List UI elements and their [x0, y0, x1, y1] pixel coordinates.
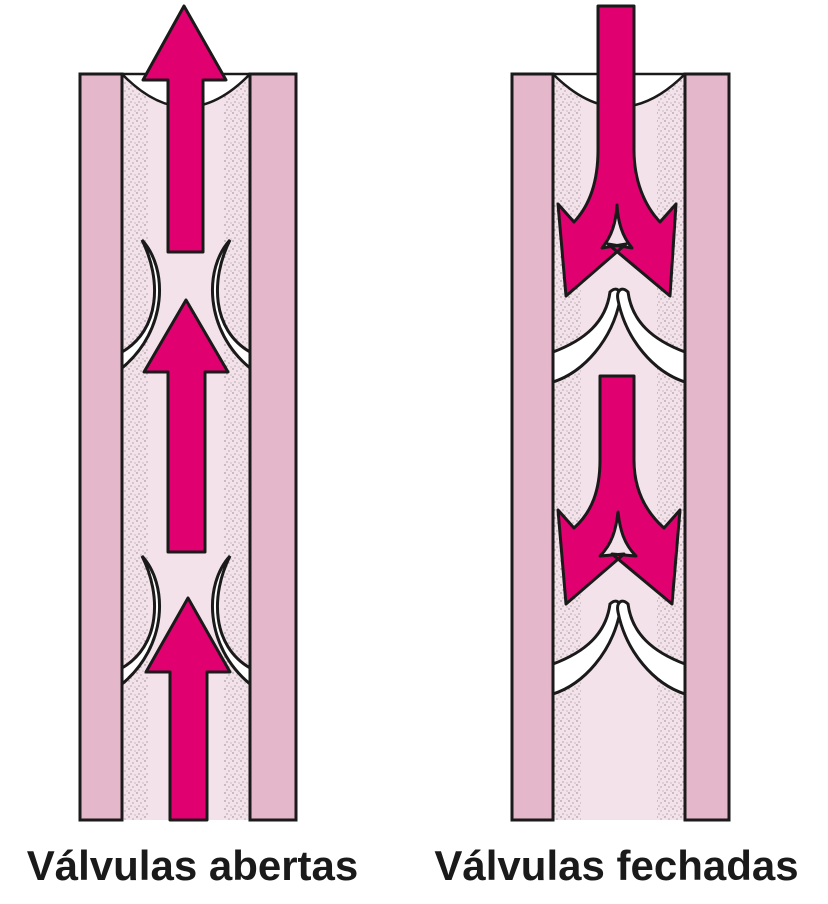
vein-wall-left — [512, 74, 553, 820]
lumen-shading-left — [122, 80, 148, 820]
caption-valves-closed: Válvulas fechadas — [405, 836, 828, 896]
vein-closed — [512, 6, 729, 820]
vein-wall-right — [250, 74, 296, 820]
vein-wall-right — [685, 74, 729, 820]
lumen-shading-right — [224, 80, 250, 820]
vein-open — [80, 6, 296, 820]
caption-valves-open: Válvulas abertas — [0, 836, 385, 896]
vein-wall-left — [80, 74, 122, 820]
lumen-shading-right — [657, 80, 685, 820]
lumen-shading-left — [553, 80, 581, 820]
